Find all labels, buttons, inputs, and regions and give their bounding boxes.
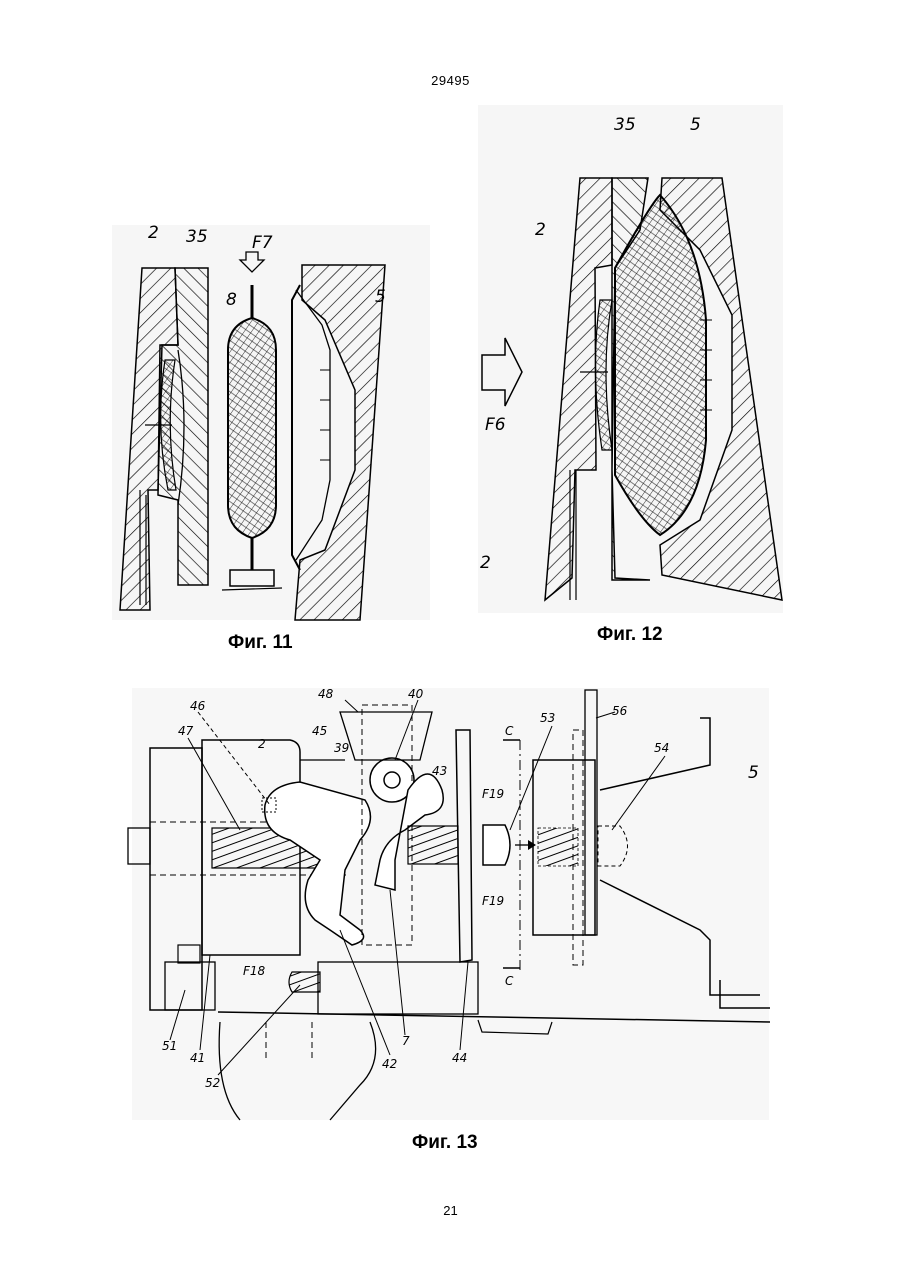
fig13-label-f19b: F19 [482, 894, 504, 908]
fig13-label-56: 56 [612, 704, 628, 718]
fig12-label-f6: F6 [485, 415, 506, 435]
fig13-label-44: 44 [452, 1051, 467, 1065]
fig13-label-47: 47 [178, 724, 194, 738]
fig12-label-35: 35 [614, 115, 636, 135]
fig13-label-42: 42 [382, 1057, 397, 1071]
fig12-caption: Фиг. 12 [597, 624, 663, 646]
fig13-label-41: 41 [190, 1051, 205, 1065]
fig11-label-8: 8 [226, 290, 237, 310]
fig11-label-5: 5 [375, 287, 386, 307]
page-number: 21 [0, 1203, 901, 1218]
fig13-label-52: 52 [205, 1076, 220, 1090]
fig13-label-c2: C [505, 974, 514, 988]
fig11-label-2: 2 [148, 223, 159, 243]
fig13-label-2: 2 [258, 737, 266, 751]
fig13-caption: Фиг. 13 [412, 1132, 478, 1154]
fig12-label-2a: 2 [535, 220, 546, 240]
fig13-label-54: 54 [654, 741, 669, 755]
fig13-label-51: 51 [162, 1039, 177, 1053]
fig11-label-35: 35 [186, 227, 208, 247]
fig13-label-45: 45 [312, 724, 327, 738]
fig13-label-40: 40 [408, 687, 424, 701]
figure-11-drawing: 2 35 F7 8 5 [112, 223, 430, 620]
fig13-label-53: 53 [540, 711, 555, 725]
figure-12-drawing: 35 5 2 F6 2 [478, 105, 783, 613]
fig13-spring [408, 826, 458, 864]
fig13-label-43: 43 [432, 764, 447, 778]
fig12-label-2b: 2 [480, 553, 491, 573]
fig13-label-46: 46 [190, 699, 206, 713]
fig11-caption: Фиг. 11 [228, 632, 293, 654]
fig13-striker-53 [483, 825, 510, 865]
fig13-label-7: 7 [402, 1034, 410, 1048]
fig13-label-f19a: F19 [482, 787, 504, 801]
fig11-label-f7: F7 [252, 233, 273, 253]
fig13-label-c1: C [505, 724, 514, 738]
fig13-label-39: 39 [334, 741, 349, 755]
fig13-label-5: 5 [748, 763, 759, 783]
fig12-label-5: 5 [690, 115, 701, 135]
fig13-pusher-52 [289, 972, 320, 992]
fig13-label-48: 48 [318, 687, 334, 701]
figure-13-drawing: 48 40 53 56 46 2 45 39 43 C 47 F19 54 5 … [128, 687, 770, 1120]
fig13-label-f18: F18 [243, 964, 266, 978]
